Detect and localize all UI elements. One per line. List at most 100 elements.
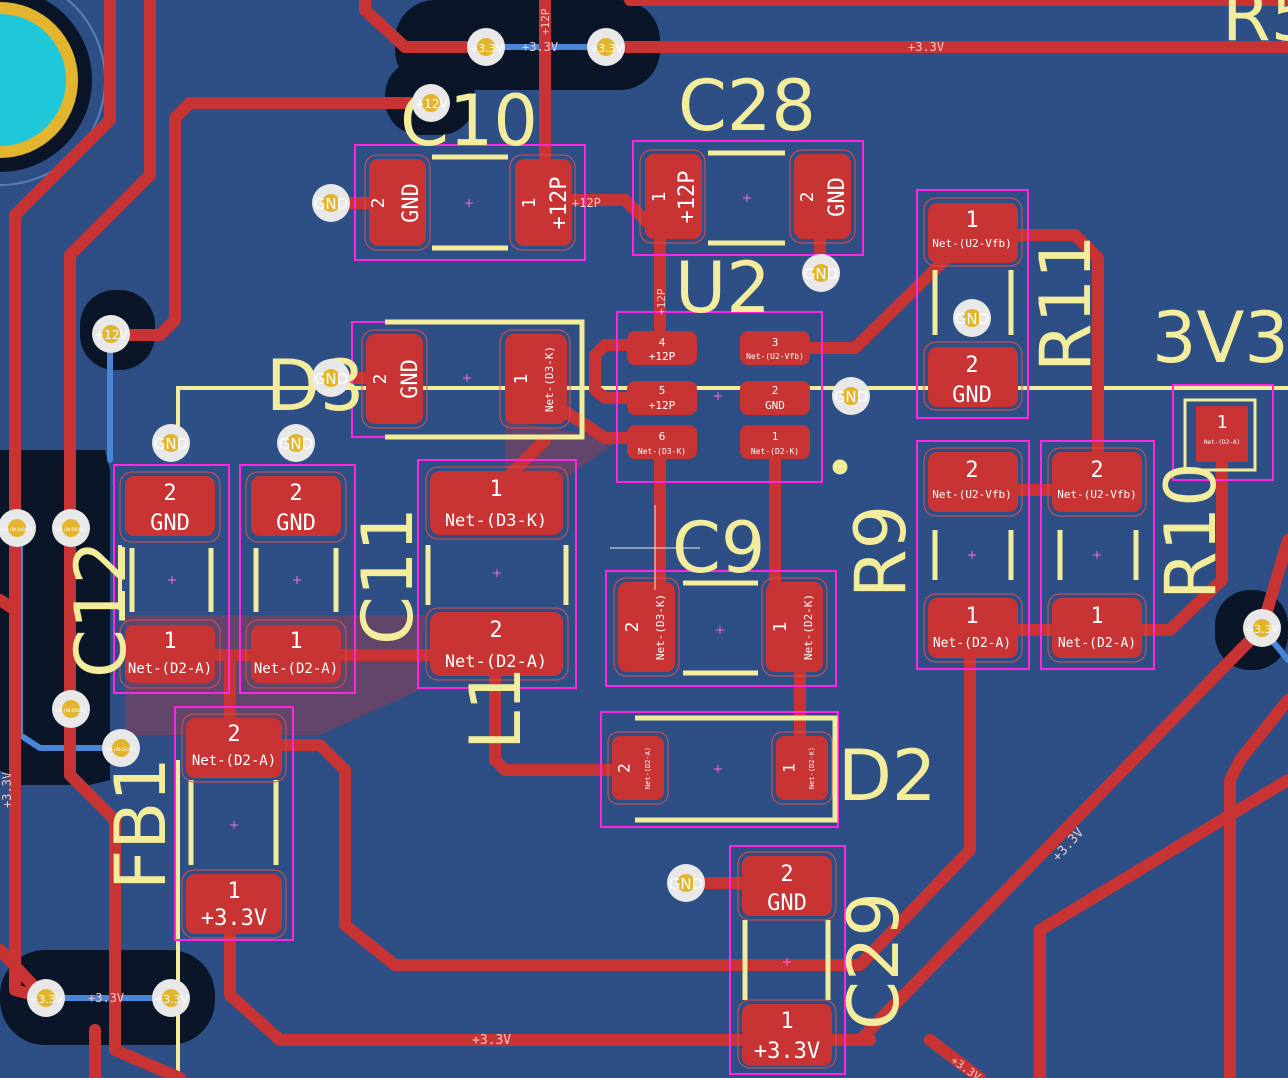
c29-pad-1[interactable]: 1 +3.3V bbox=[742, 1004, 832, 1066]
refdes-r-partial: R5 bbox=[1222, 0, 1288, 57]
c9-pad-2[interactable]: 2 Net-(D3-K) bbox=[618, 582, 675, 672]
pad-net: GND bbox=[825, 177, 850, 217]
pad-net: +3.3V bbox=[201, 906, 267, 931]
pad-number: 1 bbox=[227, 879, 240, 904]
u2-pad-6[interactable]: 6 Net-(D3-K) bbox=[627, 425, 697, 459]
via[interactable]: GND bbox=[832, 377, 870, 415]
r11-pad-1[interactable]: 1 Net-(U2-Vfb) bbox=[928, 203, 1018, 263]
pad-number: 2 bbox=[615, 763, 634, 773]
pad-number: 1 bbox=[163, 629, 176, 654]
via[interactable]: VIN-{IN-DIODE} bbox=[102, 729, 140, 767]
tp-3v3-pad[interactable]: 1 Net-(D2-A) bbox=[1196, 406, 1248, 462]
r9-pad-1[interactable]: 1 Net-(D2-A) bbox=[928, 598, 1018, 658]
pad-number: 1 bbox=[770, 622, 791, 633]
l1-pad-2[interactable]: 2 Net-(D2-A) bbox=[430, 612, 563, 676]
pad-number: 2 bbox=[368, 198, 389, 209]
via-net: +12V bbox=[94, 328, 128, 342]
origin-cross bbox=[610, 505, 700, 590]
via[interactable]: VIN-{IN-DIODE} bbox=[52, 690, 90, 728]
pad-net: +12P bbox=[547, 177, 572, 230]
r11-pad-2[interactable]: 2 GND bbox=[928, 347, 1018, 408]
c10-pad-1[interactable]: 1 +12P bbox=[515, 159, 572, 246]
pad-number: 4 bbox=[659, 336, 666, 349]
c12-pad-1[interactable]: 1 Net-(D2-A) bbox=[125, 625, 215, 683]
pad-net: +12P bbox=[675, 171, 700, 224]
pad-number: 3 bbox=[772, 336, 779, 349]
track-label: +3.3V bbox=[0, 772, 14, 808]
refdes-c12: C12 bbox=[60, 540, 142, 678]
d2-pad-1[interactable]: 1 Net-(D2-K) bbox=[776, 736, 828, 800]
courtyards bbox=[113, 140, 1274, 1075]
via[interactable]: GND bbox=[312, 184, 350, 222]
d3-pad-1[interactable]: 1 Net-(D3-K) bbox=[505, 334, 567, 424]
via[interactable]: GND bbox=[667, 864, 705, 902]
pad-net: GND bbox=[276, 511, 316, 536]
via-net: GND bbox=[314, 370, 348, 388]
via[interactable]: +12V bbox=[92, 315, 130, 353]
via[interactable]: GND bbox=[312, 359, 350, 397]
refdes-c11: C11 bbox=[347, 507, 429, 645]
refdes-u2: U2 bbox=[675, 247, 771, 329]
r9-pad-2[interactable]: 2 Net-(U2-Vfb) bbox=[928, 452, 1018, 512]
refdes-r9: R9 bbox=[840, 505, 922, 598]
via[interactable]: GND bbox=[152, 424, 190, 462]
d2-pad-2[interactable]: 2 Net-(D2-A) bbox=[612, 736, 664, 800]
via[interactable]: VIN-{IN-DIODE} bbox=[0, 509, 36, 547]
pad-number: 2 bbox=[163, 481, 176, 506]
refdes-d2: D2 bbox=[838, 735, 936, 817]
c12-pad-2[interactable]: 2 GND bbox=[125, 476, 215, 536]
pad-number: 1 bbox=[289, 629, 302, 654]
via-net: VIN-{IN-DIODE} bbox=[1, 527, 34, 532]
u2-pad-2[interactable]: 2 GND bbox=[740, 381, 810, 415]
via[interactable]: GND bbox=[953, 299, 991, 337]
pad-number: 6 bbox=[659, 430, 666, 443]
u2-pad-3[interactable]: 3 Net-(U2-Vfb) bbox=[740, 331, 810, 365]
c9-pad-1[interactable]: 1 Net-(D2-K) bbox=[766, 582, 823, 672]
via[interactable]: VIN-{IN-DIODE} bbox=[52, 509, 90, 547]
via[interactable]: +3.3V bbox=[152, 979, 190, 1017]
l1-pad-1[interactable]: 1 Net-(D3-K) bbox=[430, 471, 563, 535]
u2-pad-4[interactable]: 4 +12P bbox=[627, 331, 697, 365]
via[interactable]: GND bbox=[277, 424, 315, 462]
refdes-fb1: FB1 bbox=[100, 757, 182, 890]
pad-number: 1 bbox=[1217, 412, 1228, 433]
pad-number: 2 bbox=[622, 622, 643, 633]
pad-net: Net-(U2-Vfb) bbox=[932, 237, 1011, 250]
pad-net: GND bbox=[150, 511, 190, 536]
r10-pad-2[interactable]: 2 Net-(U2-Vfb) bbox=[1052, 452, 1142, 512]
pad-net: Net-(D2-K) bbox=[751, 447, 799, 456]
via[interactable]: +3.3V bbox=[1243, 609, 1281, 647]
pad-net: Net-(U2-Vfb) bbox=[746, 352, 804, 361]
c28-pad-1[interactable]: 1 +12P bbox=[645, 154, 702, 239]
pad-net: Net-(D2-A) bbox=[933, 636, 1011, 651]
pad-number: 2 bbox=[289, 481, 302, 506]
via[interactable]: +3.3V bbox=[27, 979, 65, 1017]
via-net: GND bbox=[669, 875, 703, 893]
c29-pad-2[interactable]: 2 GND bbox=[742, 856, 832, 916]
c28-pad-2[interactable]: 2 GND bbox=[794, 154, 851, 239]
via-net: +3.3V bbox=[154, 993, 189, 1006]
via[interactable]: GND bbox=[802, 254, 840, 292]
track-label: +3.3V bbox=[908, 40, 944, 54]
c11-pad-2[interactable]: 2 GND bbox=[251, 476, 341, 536]
via[interactable]: +3.3V bbox=[587, 28, 625, 66]
pad-number: 2 bbox=[965, 458, 978, 483]
via[interactable]: +12V bbox=[412, 84, 450, 122]
u2-pad-1[interactable]: 1 Net-(D2-K) bbox=[740, 425, 810, 459]
pad-net: Net-(D2-A) bbox=[192, 753, 276, 769]
refdes-l1: L1 bbox=[455, 666, 537, 750]
pad-net: Net-(D3-K) bbox=[654, 594, 667, 660]
via[interactable]: +3.3V bbox=[467, 28, 505, 66]
fb1-pad-2[interactable]: 2 Net-(D2-A) bbox=[186, 718, 282, 778]
r10-pad-1[interactable]: 1 Net-(D2-A) bbox=[1052, 598, 1142, 658]
pad-net: Net-(U2-Vfb) bbox=[1057, 488, 1136, 501]
silk-outlines bbox=[129, 150, 1257, 1000]
c11-pad-1[interactable]: 1 Net-(D2-A) bbox=[251, 625, 341, 683]
d3-pad-2[interactable]: 2 GND bbox=[366, 334, 423, 424]
u2-pad-5[interactable]: 5 +12P bbox=[627, 381, 697, 415]
pad-number: 1 bbox=[780, 763, 799, 773]
fb1-pad-1[interactable]: 1 +3.3V bbox=[186, 874, 282, 934]
c10-pad-2[interactable]: 2 GND bbox=[368, 159, 426, 246]
